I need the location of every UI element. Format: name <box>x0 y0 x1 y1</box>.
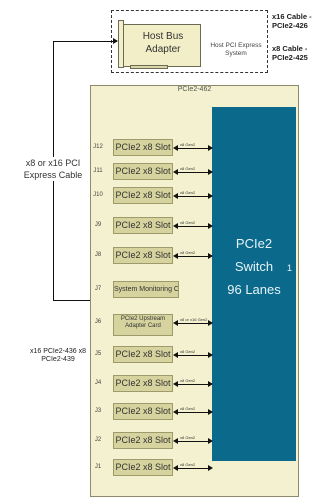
slot-id: J12 <box>93 144 103 150</box>
link-arrow-line <box>175 256 211 257</box>
arrowhead-left <box>173 320 178 326</box>
arrowhead-right <box>208 465 213 471</box>
arrowhead-left <box>173 145 178 151</box>
host-bus-adapter-card <box>123 24 201 67</box>
cable-bottom-segment <box>53 300 110 301</box>
slot-card: PCIe2 x8 Slot <box>113 375 173 392</box>
arrowhead-right <box>208 352 213 358</box>
link-arrow-line <box>175 384 211 385</box>
link-arrow-line <box>175 148 211 149</box>
arrowhead-right <box>208 169 213 175</box>
switch-label: PCIe2 Switch 96 Lanes <box>212 232 296 301</box>
slot-id: J6 <box>94 319 102 325</box>
hba-edge-connector <box>130 65 168 69</box>
switch-line-1: PCIe2 <box>235 236 273 251</box>
slot-card: PCIe2 x8 Slot <box>113 139 173 156</box>
arrowhead-right <box>208 381 213 387</box>
arrowhead-left <box>173 193 178 199</box>
slot-id: J2 <box>94 437 102 443</box>
pcie-switch <box>212 107 296 461</box>
switch-mark: 1 <box>287 263 293 273</box>
link-label: x8 Gen2 <box>180 142 196 147</box>
arrowhead-left <box>173 223 178 229</box>
arrowhead-left <box>173 409 178 415</box>
arrowhead-left <box>173 352 178 358</box>
link-arrow-line <box>175 468 211 469</box>
link-label: x8 Gen2 <box>180 166 196 171</box>
cable-arrow-hba <box>113 38 118 44</box>
slot-id: J5 <box>94 351 102 357</box>
x8-cable-label: x8 Cable - PCIe2-425 <box>272 44 308 62</box>
arrowhead-right <box>208 409 213 415</box>
link-arrow-line <box>175 226 211 227</box>
slot-card: System Monitoring Card <box>113 281 179 298</box>
link-label: x8 or x16 Gen2 <box>180 317 208 322</box>
arrowhead-left <box>173 465 178 471</box>
link-label: x8 Gen2 <box>180 378 196 383</box>
slot-id: J9 <box>94 222 102 228</box>
slot-card: PCIe2 x8 Slot <box>113 403 173 420</box>
link-arrow-line <box>175 196 211 197</box>
switch-line-2: Switch <box>234 259 274 274</box>
arrowhead-left <box>173 438 178 444</box>
arrowhead-right <box>208 253 213 259</box>
cable-type-label: x8 or x16 PCI Express Cable <box>23 157 83 181</box>
arrowhead-right <box>208 145 213 151</box>
link-label: x8 Gen2 <box>180 435 196 440</box>
arrowhead-right <box>208 438 213 444</box>
link-arrow-line <box>175 441 211 442</box>
slot-id: J10 <box>93 192 103 198</box>
link-arrow-line <box>175 172 211 173</box>
slot-id: J1 <box>94 464 102 470</box>
slot-card: PCIe2 x8 Slot <box>113 217 173 234</box>
link-arrow-line <box>175 355 211 356</box>
arrowhead-right <box>208 320 213 326</box>
link-label: x8 Gen2 <box>180 250 196 255</box>
link-label: x8 Gen2 <box>180 190 196 195</box>
slot-card: PCIe2 Upstream Adapter Card <box>113 314 173 336</box>
arrowhead-left <box>173 253 178 259</box>
switch-line-3: 96 Lanes <box>227 282 281 297</box>
arrowhead-right <box>208 193 213 199</box>
slot-card: PCIe2 x8 Slot <box>113 432 173 449</box>
link-label: x8 Gen2 <box>180 462 196 467</box>
slot-card: PCIe2 x8 Slot <box>113 247 173 264</box>
link-arrow-line <box>175 412 211 413</box>
slot-card: PCIe2 x8 Slot <box>113 187 173 204</box>
cable-top-segment <box>53 41 117 42</box>
arrowhead-left <box>173 169 178 175</box>
pcie-part-numbers: x16 PCIe2-436 x8 PCIe2-439 <box>29 348 87 363</box>
host-system-label: Host PCI Express System <box>210 42 262 57</box>
hba-label: Host Bus Adapter <box>142 31 184 55</box>
link-label: x8 Gen2 <box>180 349 196 354</box>
slot-card: PCIe2 x8 Slot <box>113 459 173 476</box>
link-arrow-line <box>175 323 211 324</box>
slot-id: J4 <box>94 380 102 386</box>
slot-id: J8 <box>94 252 102 258</box>
arrowhead-left <box>173 381 178 387</box>
slot-card: PCIe2 x8 Slot <box>113 346 173 363</box>
slot-id: J7 <box>94 286 102 292</box>
x16-cable-label: x16 Cable - PCIe2-426 <box>272 12 312 30</box>
slot-id: J11 <box>93 168 103 174</box>
link-label: x8 Gen2 <box>180 406 196 411</box>
arrowhead-right <box>208 223 213 229</box>
slot-card: PCIe2 x8 Slot <box>113 163 173 180</box>
link-label: x8 Gen2 <box>180 220 196 225</box>
slot-id: J3 <box>94 408 102 414</box>
expansion-title: PCIe2-462 <box>177 86 212 93</box>
